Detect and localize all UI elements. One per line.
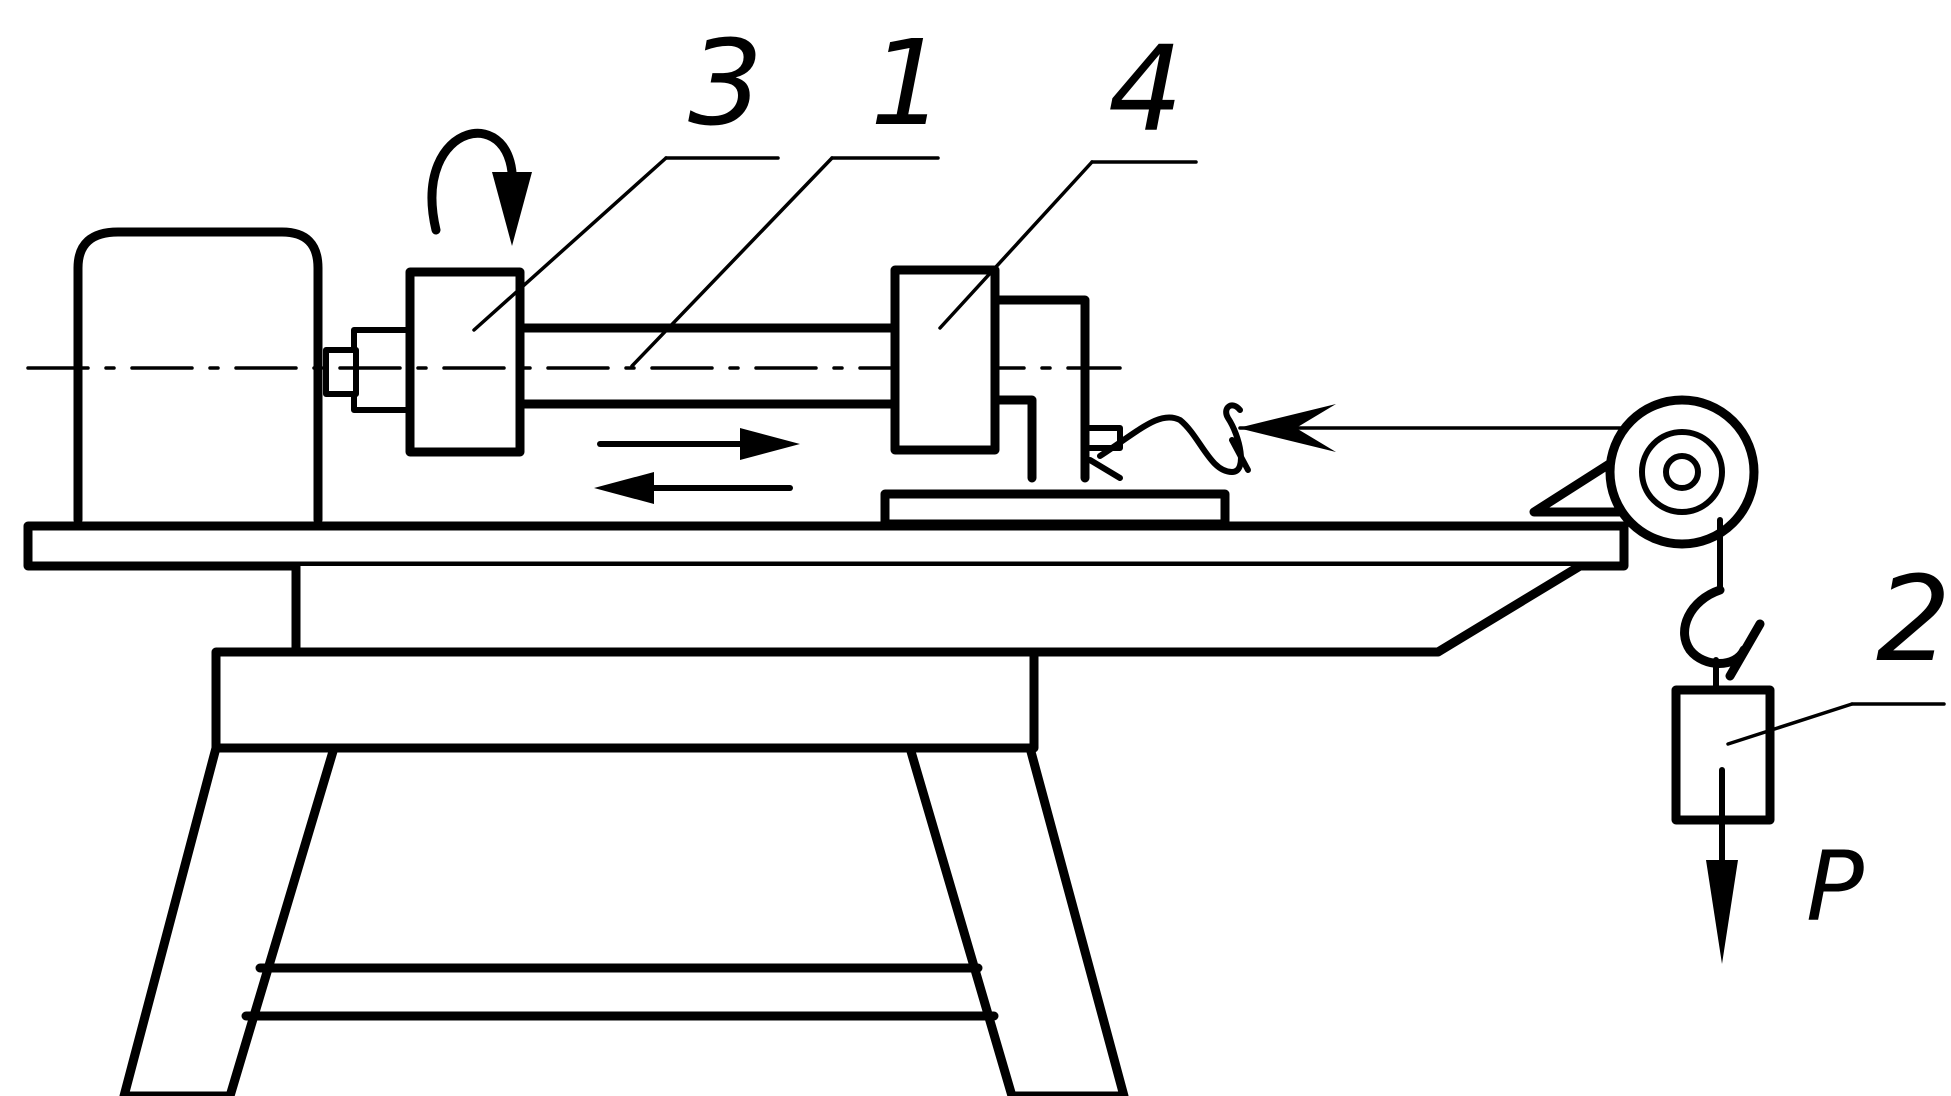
left-leg bbox=[119, 743, 339, 1096]
label-weight: 2 bbox=[1876, 550, 1951, 688]
coupling-stub bbox=[323, 347, 359, 397]
slide-plate bbox=[880, 489, 1230, 529]
cable-arrowhead bbox=[1238, 404, 1336, 452]
cable-lug bbox=[1229, 437, 1251, 473]
bench-top bbox=[23, 521, 1629, 571]
leader-weight bbox=[1726, 702, 1854, 746]
collet-block bbox=[890, 265, 1000, 455]
motion-arrowhead-left bbox=[594, 472, 654, 504]
motor-coupling bbox=[351, 327, 413, 413]
leader-collet bbox=[938, 160, 1094, 330]
leader-chuck bbox=[472, 156, 668, 332]
motor-housing bbox=[73, 227, 323, 525]
load-hook bbox=[1680, 585, 1749, 668]
clamp-screw bbox=[1087, 425, 1123, 481]
cable-attachment bbox=[1097, 402, 1244, 475]
hook-bar bbox=[1725, 619, 1765, 681]
load-arrowhead bbox=[1706, 860, 1738, 964]
chuck-block bbox=[405, 267, 525, 457]
motion-arrowhead-right bbox=[740, 428, 800, 460]
rotation-arrowhead bbox=[492, 172, 532, 246]
rotation-arrow bbox=[427, 128, 517, 235]
label-load: P bbox=[1806, 831, 1864, 943]
label-collet: 4 bbox=[1108, 20, 1183, 158]
right-leg bbox=[905, 743, 1129, 1096]
cross-brace bbox=[241, 963, 999, 1021]
label-chuck: 3 bbox=[688, 14, 763, 152]
leader-shaft bbox=[630, 156, 834, 368]
bench-lower-rail bbox=[211, 647, 1039, 753]
pulley-axle bbox=[1663, 453, 1701, 491]
label-shaft: 1 bbox=[870, 14, 945, 152]
bench-frame-beam bbox=[291, 561, 1585, 657]
collet-bracket bbox=[990, 295, 1090, 483]
